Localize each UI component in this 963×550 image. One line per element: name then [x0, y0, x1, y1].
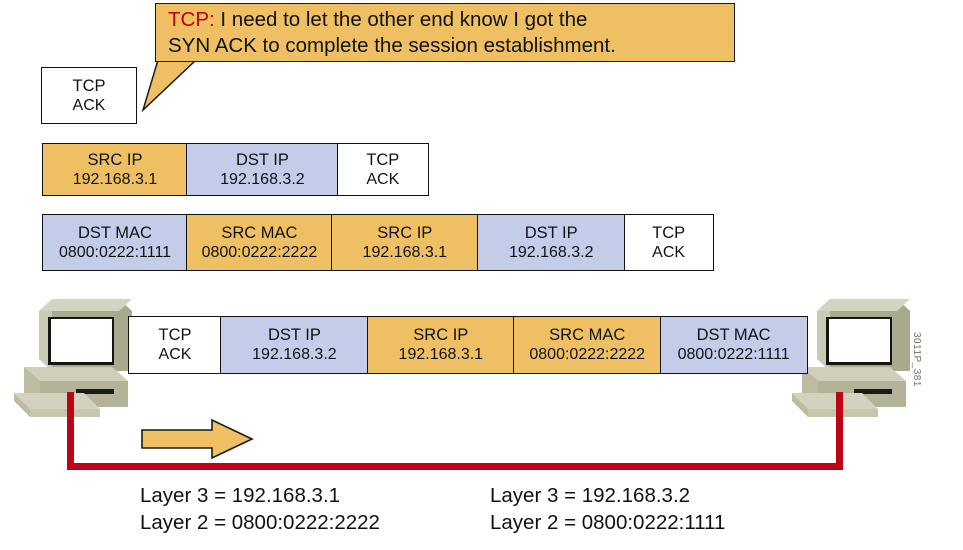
cell-title: TCP [652, 223, 686, 242]
wire-frame-row: TCP ACK DST IP 192.168.3.2 SRC IP 192.16… [128, 316, 808, 374]
cell-value: 0800:0222:2222 [201, 243, 318, 261]
ethernet-frame-row: DST MAC 0800:0222:1111 SRC MAC 0800:0222… [42, 214, 714, 271]
cell-value: 0800:0222:1111 [677, 346, 790, 363]
frame-cell-dst-ip: DST IP 192.168.3.2 [477, 214, 626, 271]
cell-title: DST IP [235, 150, 289, 169]
cell-value: 0800:0222:1111 [58, 243, 172, 261]
wire-cell-src-ip: SRC IP 192.168.3.1 [366, 316, 515, 374]
wire-cell-tcp-ack: TCP ACK [128, 316, 222, 374]
cell-title: SRC IP [377, 223, 433, 242]
cell-value: 192.168.3.2 [508, 243, 594, 261]
ip-packet-row: SRC IP 192.168.3.1 DST IP 192.168.3.2 TC… [42, 143, 429, 196]
cell-title: SRC IP [413, 326, 469, 344]
callout-line-2: SYN ACK to complete the session establis… [168, 33, 616, 57]
watermark-label: 3011P_381 [911, 332, 922, 387]
computer-host-left-icon [14, 299, 132, 417]
tcp-segment-line-2: ACK [72, 96, 106, 114]
packet-cell-src-ip: SRC IP 192.168.3.1 [42, 143, 188, 196]
wire-cell-dst-ip: DST IP 192.168.3.2 [220, 316, 369, 374]
direction-arrow [140, 418, 255, 460]
right-layer3-label: Layer 3 = 192.168.3.2 [490, 484, 691, 507]
cell-title: SRC MAC [549, 326, 626, 344]
frame-cell-src-ip: SRC IP 192.168.3.1 [330, 214, 479, 271]
endpoint-labels: Layer 3 = 192.168.3.1 Layer 2 = 0800:022… [0, 482, 963, 546]
frame-cell-tcp-ack: TCP ACK [623, 214, 714, 271]
packet-cell-tcp-ack: TCP ACK [336, 143, 429, 196]
tcp-segment-line-1: TCP [72, 76, 106, 95]
tcp-callout-bubble: TCP: I need to let the other end know I … [155, 3, 735, 62]
cell-value: 192.168.3.2 [252, 346, 337, 363]
network-wire-bottom-segment [67, 463, 843, 470]
callout-protocol-label: TCP: [168, 7, 215, 31]
endpoint-label-right: Layer 3 = 192.168.3.2 Layer 2 = 0800:022… [490, 482, 725, 536]
tcp-segment-box: TCP ACK [41, 67, 137, 124]
cell-value: 192.168.3.2 [220, 170, 305, 188]
network-wire-right-segment [836, 392, 843, 470]
left-layer3-label: Layer 3 = 192.168.3.1 [140, 484, 341, 507]
cell-title: DST IP [524, 223, 578, 242]
cell-value: 192.168.3.1 [72, 170, 158, 188]
cell-value: ACK [366, 170, 400, 188]
endpoint-label-left: Layer 3 = 192.168.3.1 Layer 2 = 0800:022… [140, 482, 380, 536]
left-layer2-label: Layer 2 = 0800:0222:2222 [140, 511, 380, 534]
cell-value: ACK [158, 346, 192, 363]
cell-title: SRC IP [87, 150, 143, 169]
cell-title: DST IP [267, 326, 321, 344]
cell-value: ACK [652, 243, 686, 261]
right-layer2-label: Layer 2 = 0800:0222:1111 [490, 511, 726, 534]
cell-title: DST MAC [78, 223, 152, 242]
cell-title: DST MAC [696, 326, 771, 344]
cell-title: TCP [366, 150, 400, 169]
cell-value: 192.168.3.1 [362, 243, 448, 261]
cell-title: TCP [158, 326, 192, 344]
cell-title: SRC MAC [221, 223, 298, 242]
wire-cell-dst-mac: DST MAC 0800:0222:1111 [659, 316, 808, 374]
frame-cell-dst-mac: DST MAC 0800:0222:1111 [42, 214, 188, 271]
callout-line-1-text: I need to let the other end know I got t… [214, 7, 588, 31]
computer-host-right-icon [792, 299, 910, 417]
cell-value: 0800:0222:2222 [529, 346, 646, 363]
network-wire-left-segment [67, 392, 74, 470]
callout-line-1: TCP: I need to let the other end know I … [168, 7, 734, 33]
packet-cell-dst-ip: DST IP 192.168.3.2 [186, 143, 339, 196]
frame-cell-src-mac: SRC MAC 0800:0222:2222 [186, 214, 333, 271]
wire-cell-src-mac: SRC MAC 0800:0222:2222 [513, 316, 662, 374]
cell-value: 192.168.3.1 [398, 346, 484, 363]
